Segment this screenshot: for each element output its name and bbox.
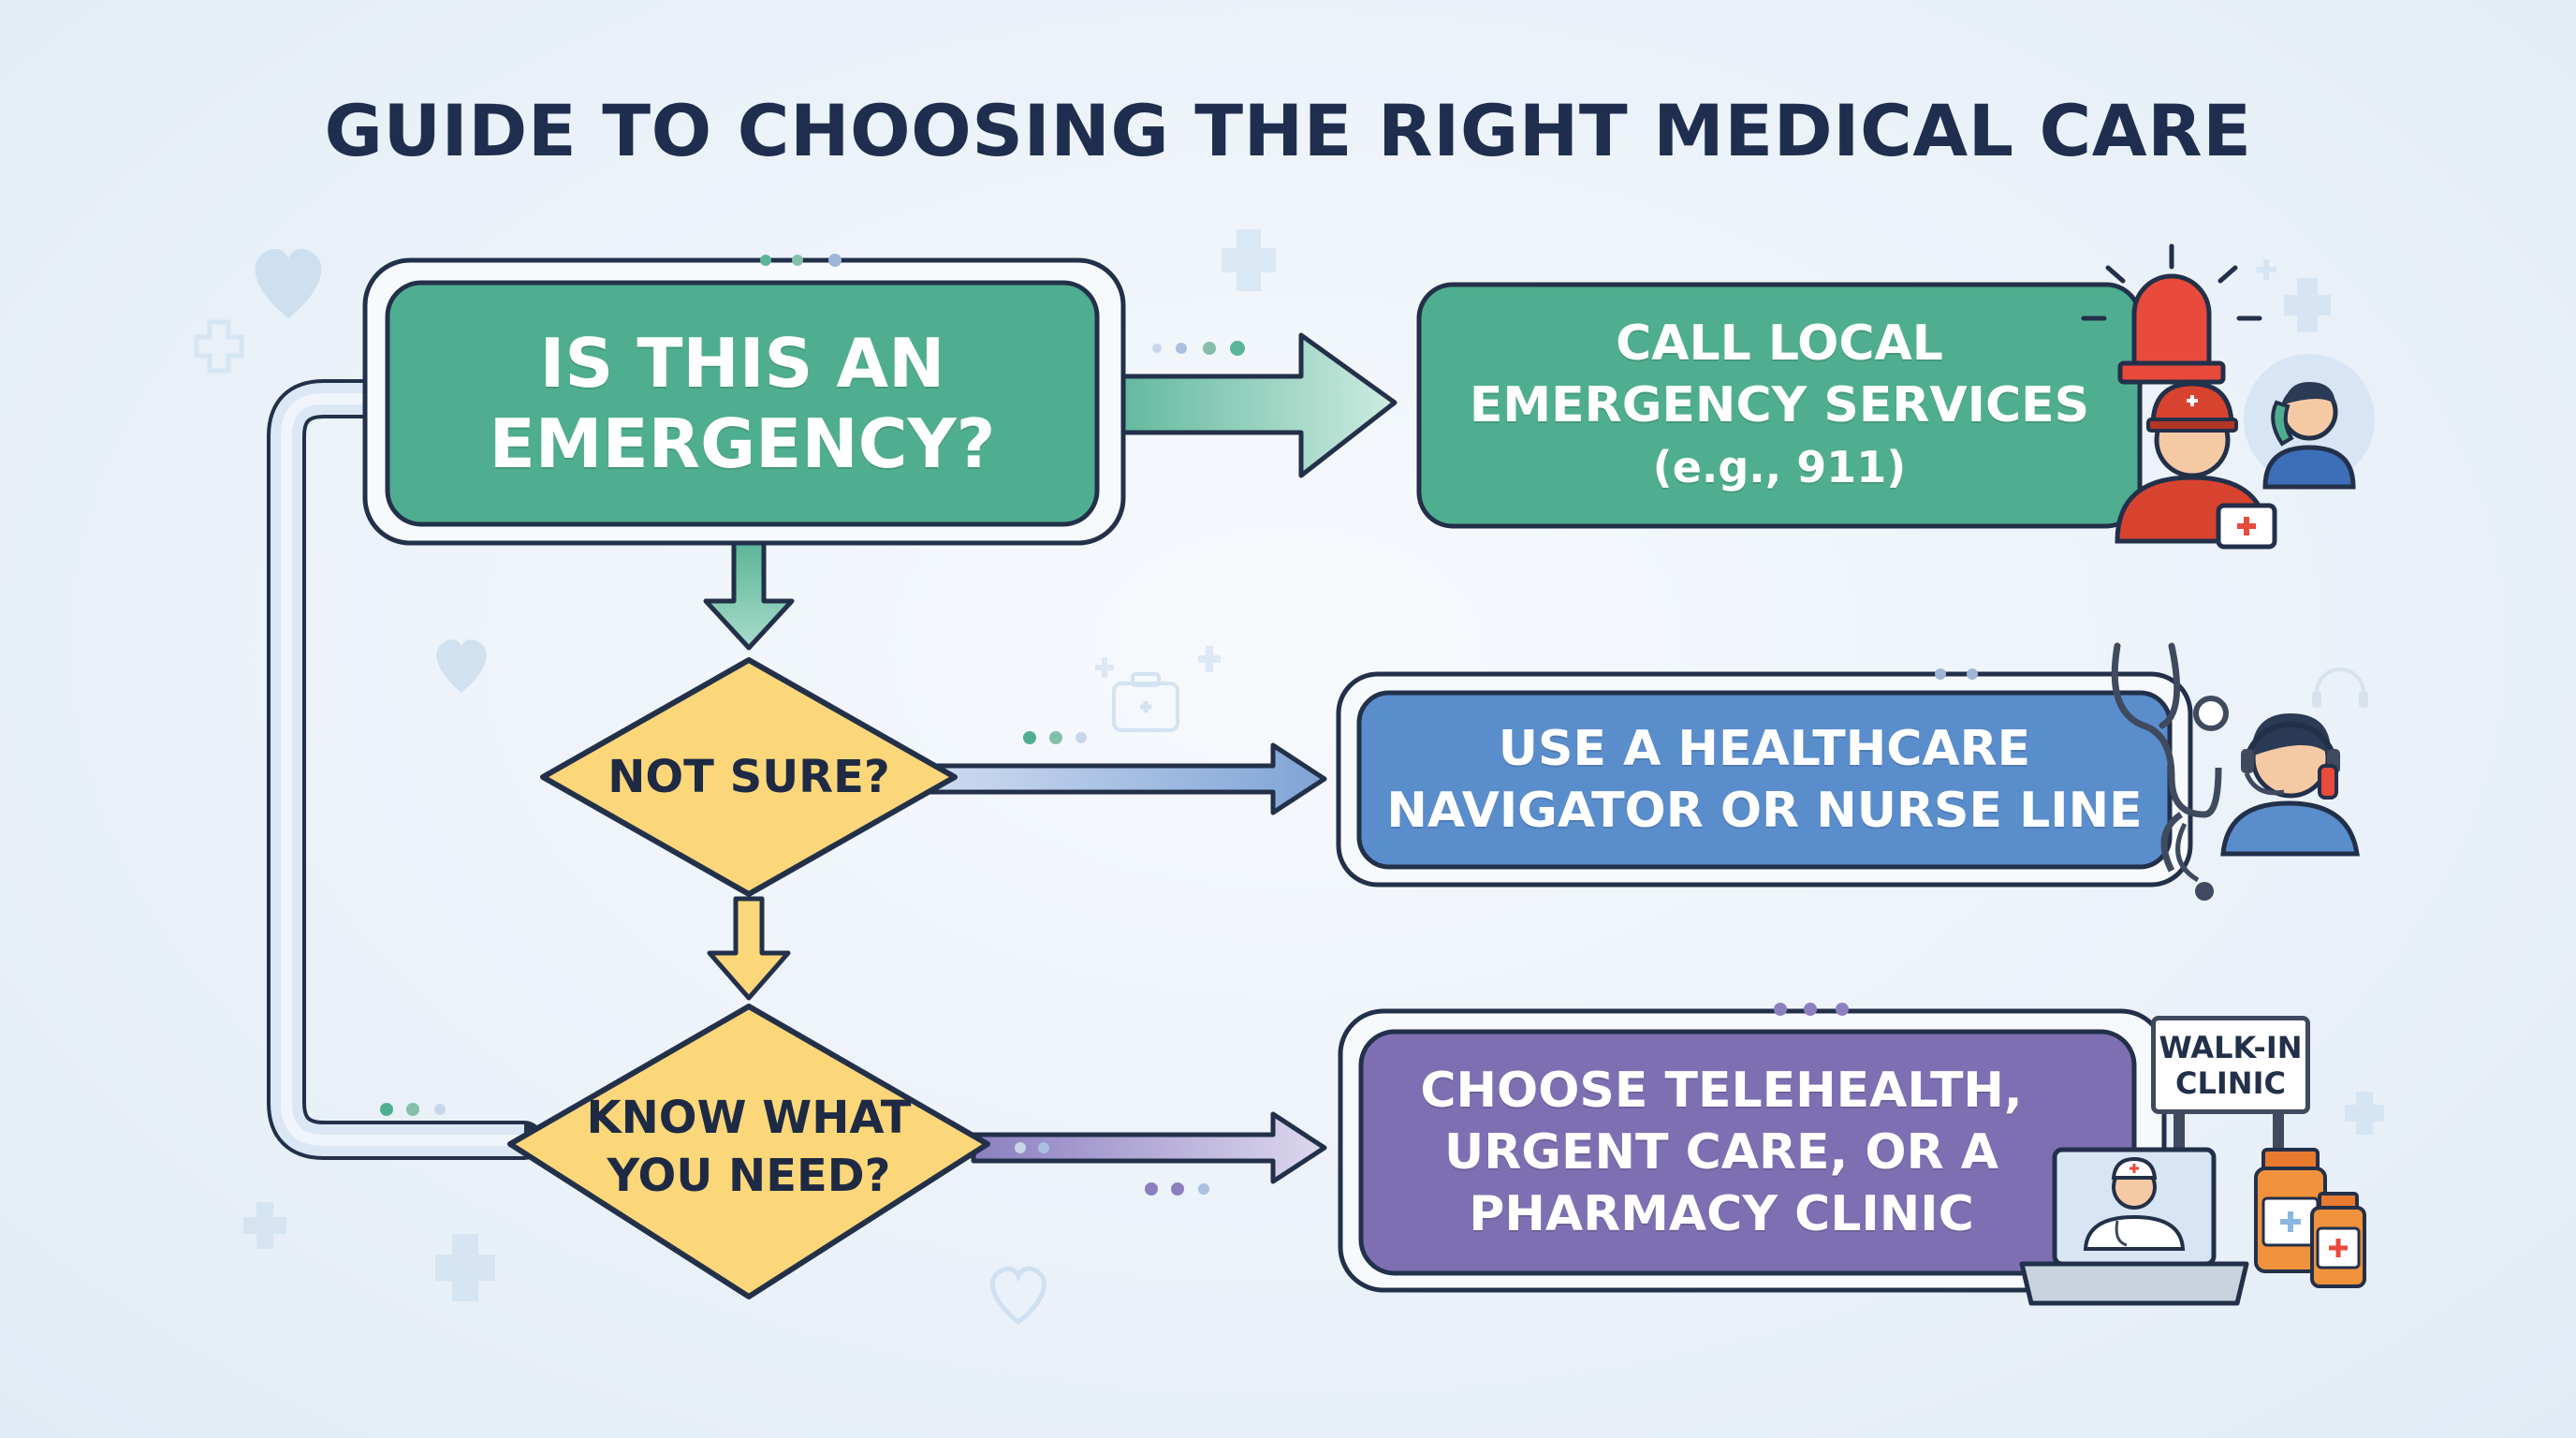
heart-outline-icon <box>989 1266 1047 1326</box>
dot-decoration <box>434 1104 446 1115</box>
dot-decoration <box>1152 344 1162 353</box>
arrow-to-emergency-services <box>1097 332 1398 478</box>
page-title: GUIDE TO CHOOSING THE RIGHT MEDICAL CARE <box>324 89 2252 172</box>
plus-icon <box>1222 229 1276 291</box>
walk-in-clinic-sign: WALK-IN CLINIC <box>2151 1016 2310 1114</box>
telehealth-label: CHOOSE TELEHEALTH, URGENT CARE, OR A PHA… <box>1361 1032 2082 1273</box>
dot-decoration <box>1935 668 1946 680</box>
dot-decoration <box>1038 1142 1049 1153</box>
emergency-question-box <box>362 254 1126 546</box>
dot-decoration <box>1023 731 1036 744</box>
call-emergency-line3: (e.g., 911) <box>1652 442 1907 492</box>
telehealth-line1: CHOOSE TELEHEALTH, <box>1420 1063 2023 1119</box>
dot-decoration <box>828 254 842 267</box>
call-emergency-box <box>1416 282 2143 529</box>
plus-icon <box>2284 278 2331 332</box>
nurse-line-box <box>1336 668 2193 888</box>
dot-decoration <box>792 255 803 266</box>
telehealth-line3: PHARMACY CLINIC <box>1469 1186 1974 1242</box>
dot-decoration <box>1049 731 1062 744</box>
nurse-line-line1: USE A HEALTHCARE <box>1498 721 2031 777</box>
call-emergency-line2: EMERGENCY SERVICES <box>1469 377 2090 433</box>
first-aid-kit-icon <box>1112 672 1179 732</box>
call-emergency-label: CALL LOCAL EMERGENCY SERVICES (e.g., 911… <box>1419 285 2140 526</box>
arrow-to-nurse-line <box>924 731 1327 815</box>
heart-icon <box>255 248 322 318</box>
plus-icon <box>1198 646 1221 672</box>
dot-decoration <box>1015 1142 1026 1153</box>
dot-decoration <box>1176 343 1187 354</box>
plus-icon <box>1095 657 1114 678</box>
walk-in-clinic-line2: CLINIC <box>2175 1064 2286 1101</box>
pill-bottles-icon <box>2254 1148 2366 1288</box>
dot-decoration <box>1804 1003 1817 1016</box>
arrow-down-to-know-what <box>707 896 791 1001</box>
dot-decoration <box>1171 1182 1184 1196</box>
not-sure-label: NOT SURE? <box>562 730 936 824</box>
telehealth-line2: URGENT CARE, OR A <box>1444 1124 1998 1181</box>
dot-decoration <box>760 255 771 266</box>
dot-decoration <box>1076 732 1087 743</box>
dot-decoration <box>380 1103 393 1116</box>
plus-icon <box>2345 1092 2384 1135</box>
dot-decoration <box>1230 341 1245 356</box>
background-decorations <box>194 229 2384 1326</box>
know-what-line1: KNOW WHAT <box>586 1092 912 1144</box>
siren-icon <box>2081 243 2262 385</box>
dot-decoration <box>1198 1183 1209 1195</box>
paramedic-icon <box>2115 381 2277 550</box>
call-emergency-line1: CALL LOCAL <box>1616 315 1943 372</box>
dot-decoration <box>1203 342 1216 355</box>
not-sure-line1: NOT SURE? <box>607 751 890 803</box>
return-connector <box>267 379 544 1160</box>
emergency-question-label: IS THIS AN EMERGENCY? <box>388 283 1097 524</box>
nurse-headset-icon <box>2175 713 2360 901</box>
phone-caller-icon <box>2244 354 2375 490</box>
emergency-question-line1: IS THIS AN <box>539 324 945 403</box>
arrow-to-telehealth <box>971 1111 1327 1196</box>
headset-icon <box>2312 668 2368 708</box>
dot-decoration <box>406 1103 419 1116</box>
dot-decoration <box>1774 1003 1787 1016</box>
heart-icon <box>436 639 487 693</box>
plus-icon <box>243 1202 286 1249</box>
know-what-diamond <box>507 1004 990 1299</box>
dot-decoration <box>1836 1003 1849 1016</box>
dot-decoration <box>1967 668 1978 680</box>
know-what-line2: YOU NEED? <box>607 1150 891 1202</box>
walk-in-clinic-line1: WALK-IN <box>2159 1029 2303 1065</box>
laptop-doctor-icon <box>2019 1147 2249 1306</box>
know-what-label: KNOW WHAT YOU NEED? <box>543 1081 955 1212</box>
plus-outline-icon <box>194 319 244 374</box>
emergency-question-line2: EMERGENCY? <box>489 404 996 483</box>
nurse-line-line2: NAVIGATOR OR NURSE LINE <box>1386 783 2143 839</box>
plus-icon <box>2256 259 2276 280</box>
not-sure-diamond <box>540 657 958 897</box>
nurse-line-label: USE A HEALTHCARE NAVIGATOR OR NURSE LINE <box>1359 693 2170 867</box>
dot-decoration <box>1145 1182 1158 1196</box>
stethoscope-icon <box>2111 642 2229 873</box>
plus-icon <box>435 1234 495 1301</box>
